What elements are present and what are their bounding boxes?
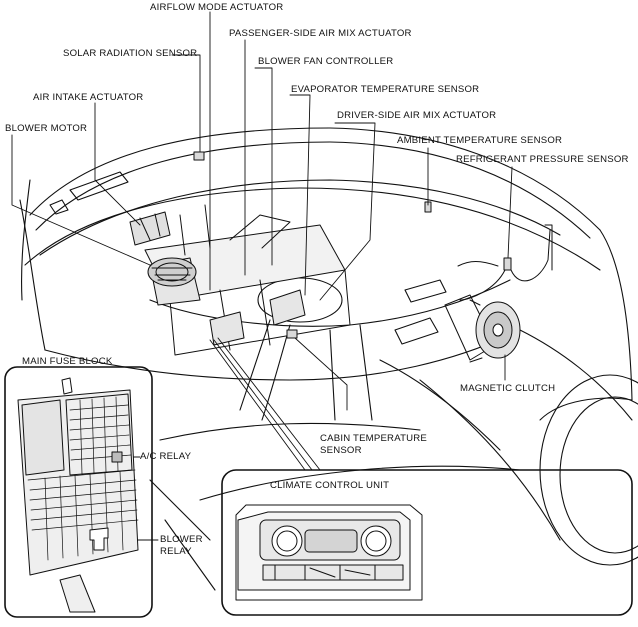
label-solar-radiation-sensor: SOLAR RADIATION SENSOR: [63, 48, 198, 59]
label-main-fuse-block: MAIN FUSE BLOCK: [22, 356, 113, 367]
label-cabin-temperature-sensor-line2: SENSOR: [320, 445, 362, 456]
label-magnetic-clutch: MAGNETIC CLUTCH: [460, 383, 556, 394]
main-fuse-block-inset: [4, 366, 153, 618]
label-airflow-mode-actuator: AIRFLOW MODE ACTUATOR: [150, 2, 284, 13]
cabin-temperature-sensor-part: [286, 329, 298, 339]
label-ac-relay: A/C RELAY: [140, 451, 192, 462]
solar-radiation-sensor-part: [193, 151, 205, 161]
label-cabin-temperature-sensor-line1: CABIN TEMPERATURE: [320, 433, 427, 444]
label-evaporator-temperature-sensor: EVAPORATOR TEMPERATURE SENSOR: [291, 84, 480, 95]
leader-lines: [11, 11, 513, 541]
compressor: [444, 294, 521, 363]
label-passenger-air-mix-actuator: PASSENGER-SIDE AIR MIX ACTUATOR: [229, 28, 412, 39]
label-refrigerant-pressure-sensor: REFRIGERANT PRESSURE SENSOR: [456, 154, 629, 165]
label-ambient-temperature-sensor: AMBIENT TEMPERATURE SENSOR: [397, 135, 563, 146]
climate-control-unit-inset: [221, 469, 633, 616]
label-blower-relay-line2: RELAY: [160, 546, 192, 557]
label-climate-control-unit: CLIMATE CONTROL UNIT: [270, 480, 390, 491]
air-intake-actuator-part: [129, 211, 171, 246]
label-driver-air-mix-actuator: DRIVER-SIDE AIR MIX ACTUATOR: [337, 110, 497, 121]
refrigerant-lines: [457, 224, 553, 301]
label-air-intake-actuator: AIR INTAKE ACTUATOR: [33, 92, 144, 103]
label-blower-motor: BLOWER MOTOR: [5, 123, 88, 134]
label-blower-relay-line1: BLOWER: [160, 534, 203, 545]
label-blower-fan-controller: BLOWER FAN CONTROLLER: [258, 56, 394, 67]
